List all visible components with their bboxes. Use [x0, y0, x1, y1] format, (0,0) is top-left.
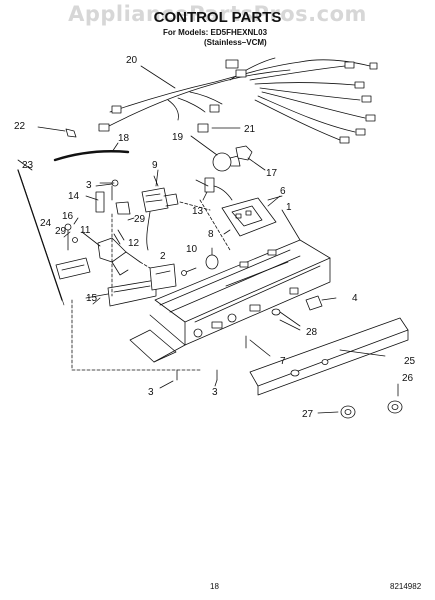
callout-20: 20	[126, 55, 138, 66]
callout-9: 9	[152, 160, 158, 171]
callout-19: 19	[172, 132, 184, 143]
callout-29-lower: 29	[55, 226, 67, 237]
callout-10: 10	[186, 244, 198, 255]
callout-11: 11	[80, 225, 91, 236]
callout-13: 13	[192, 206, 204, 217]
callout-3-right: 3	[212, 387, 218, 398]
variant-line: (Stainless–VCM)	[204, 38, 267, 47]
document-number: 8214982	[390, 582, 422, 591]
wire-harness	[98, 57, 378, 144]
callout-17: 17	[266, 168, 278, 179]
callout-24: 24	[40, 218, 52, 229]
callout-3-upper: 3	[86, 180, 92, 191]
callout-8: 8	[208, 229, 214, 240]
callout-22: 22	[14, 121, 26, 132]
models-line: For Models: ED5FHEXNL03	[163, 28, 268, 37]
callout-12: 12	[128, 238, 140, 249]
callout-2: 2	[160, 251, 166, 262]
callout-25: 25	[404, 356, 416, 367]
callout-1: 1	[286, 202, 292, 213]
callout-21: 21	[244, 124, 256, 135]
callout-3-left: 3	[148, 387, 154, 398]
callout-labels: 20 22 18 19 21 23 9 17 3 14 29 6 13 16 2…	[14, 55, 416, 420]
callout-23: 23	[22, 160, 34, 171]
callout-15: 15	[86, 293, 98, 304]
callout-7: 7	[280, 356, 286, 367]
callout-14: 14	[68, 191, 80, 202]
callout-4: 4	[352, 293, 358, 304]
callout-16: 16	[62, 211, 74, 222]
page-number: 18	[210, 582, 219, 591]
callout-18: 18	[118, 133, 130, 144]
callout-26: 26	[402, 373, 414, 384]
callout-6: 6	[280, 186, 286, 197]
callout-29-upper: 29	[134, 214, 146, 225]
callout-28: 28	[306, 327, 318, 338]
watermark-text: AppliancePartsPros.com	[68, 2, 367, 26]
callout-27: 27	[302, 409, 314, 420]
diagram-title: CONTROL PARTS	[153, 9, 282, 26]
